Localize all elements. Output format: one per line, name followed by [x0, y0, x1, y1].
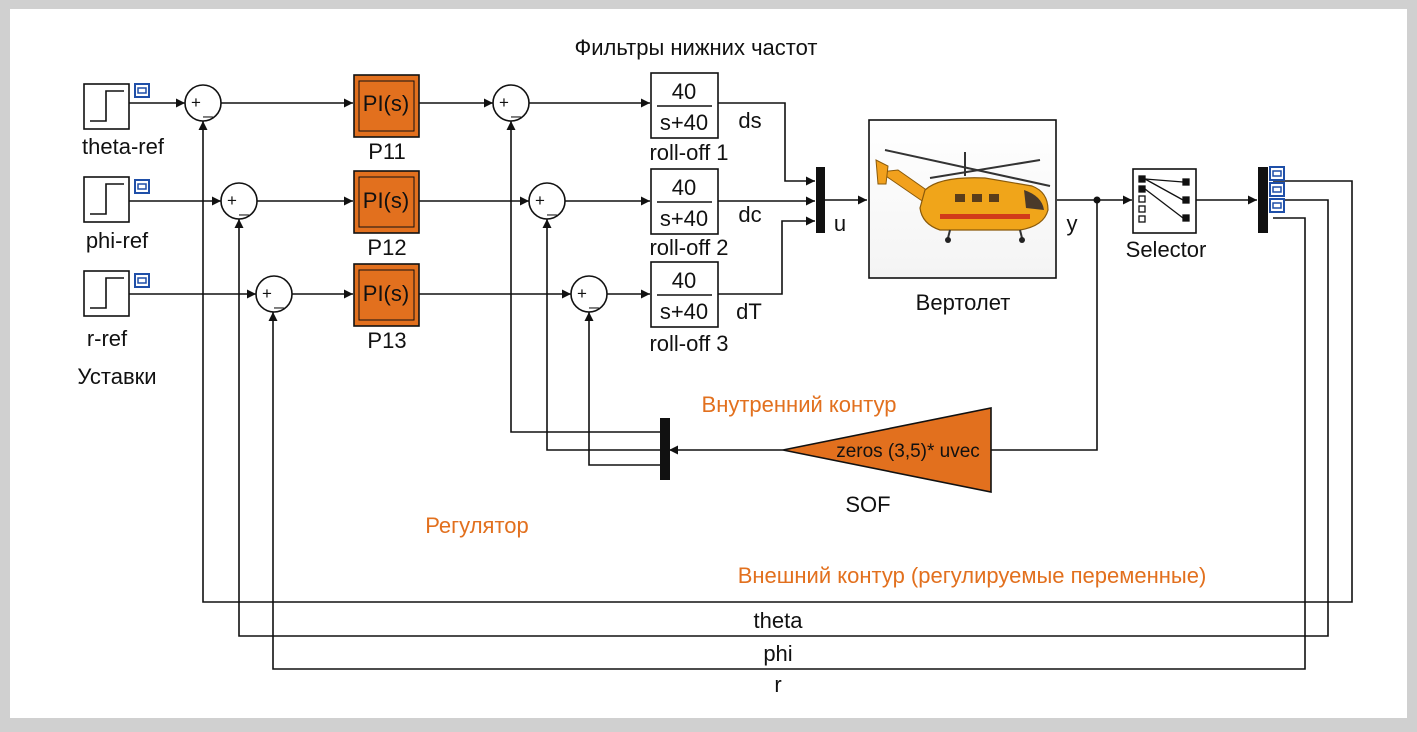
selector-block[interactable] — [1132, 168, 1197, 234]
filter-output-label: dc — [738, 202, 761, 227]
svg-text:_: _ — [588, 290, 599, 309]
filter-output-label: ds — [738, 108, 761, 133]
rolloff-filter-2[interactable]: 40 s+40 — [650, 168, 719, 235]
svg-text:_: _ — [510, 99, 521, 118]
outer-loop-label: Внешний контур (регулируемые переменные) — [738, 563, 1207, 588]
sof-gain-text: zeros (3,5)* uvec — [836, 441, 980, 462]
junction-dot — [1093, 196, 1101, 204]
sof-label: SOF — [845, 492, 890, 517]
step-icon — [134, 83, 150, 98]
svg-text:+: + — [191, 93, 201, 112]
svg-text:s+40: s+40 — [660, 206, 708, 231]
svg-text:40: 40 — [672, 79, 696, 104]
svg-text:_: _ — [202, 99, 213, 118]
pi-controller-p12[interactable]: PI(s) — [353, 170, 420, 234]
step-icon — [134, 273, 150, 288]
filter-label: roll-off 1 — [649, 140, 728, 165]
rolloff-filter-3[interactable]: 40 s+40 — [650, 261, 719, 328]
svg-text:PI(s): PI(s) — [363, 91, 409, 116]
svg-text:PI(s): PI(s) — [363, 281, 409, 306]
feedback-label: phi — [763, 641, 792, 666]
regulator-label: Регулятор — [425, 513, 529, 538]
filter-label: roll-off 3 — [649, 331, 728, 356]
sum-block[interactable]: + _ — [528, 182, 566, 220]
sum-block[interactable]: + _ — [255, 275, 293, 313]
demux-bar[interactable] — [1258, 167, 1268, 233]
source-label: r-ref — [87, 326, 128, 351]
feedback-label: r — [774, 672, 781, 697]
svg-text:40: 40 — [672, 175, 696, 200]
mux-bar[interactable] — [816, 167, 825, 233]
source-label: phi-ref — [86, 228, 149, 253]
svg-text:s+40: s+40 — [660, 299, 708, 324]
inner-loop-label: Внутренний контур — [702, 392, 897, 417]
helicopter-icon — [875, 149, 1051, 243]
svg-text:PI(s): PI(s) — [363, 188, 409, 213]
controller-label: P11 — [368, 139, 406, 164]
sum-block[interactable]: + _ — [492, 84, 530, 122]
plant-output-label: y — [1067, 211, 1078, 236]
controller-label: P12 — [367, 235, 406, 260]
svg-text:_: _ — [273, 290, 284, 309]
selector-icon — [1138, 175, 1190, 223]
filter-label: roll-off 2 — [649, 235, 728, 260]
filters-title: Фильтры нижних частот — [575, 35, 818, 60]
svg-text:+: + — [227, 191, 237, 210]
svg-text:_: _ — [238, 197, 249, 216]
source-label: theta-ref — [82, 134, 165, 159]
sum-block[interactable]: + _ — [184, 84, 222, 122]
signal-lines — [129, 98, 1353, 670]
feedback-label: theta — [754, 608, 804, 633]
rolloff-filter-1[interactable]: 40 s+40 — [650, 72, 719, 139]
sum-block[interactable]: + _ — [570, 275, 608, 313]
sof-gain-block[interactable]: zeros (3,5)* uvec — [782, 407, 992, 493]
pi-controller-p13[interactable]: PI(s) — [353, 263, 420, 327]
svg-text:s+40: s+40 — [660, 110, 708, 135]
inner-mux-bar[interactable] — [660, 418, 670, 480]
svg-text:+: + — [499, 93, 509, 112]
sum-block[interactable]: + _ — [220, 182, 258, 220]
controller-label: P13 — [367, 328, 406, 353]
svg-text:+: + — [262, 284, 272, 303]
selector-label: Selector — [1126, 237, 1207, 262]
setpoints-label: Уставки — [77, 364, 156, 389]
source-phi-ref[interactable] — [83, 176, 150, 223]
svg-text:+: + — [535, 191, 545, 210]
source-theta-ref[interactable] — [83, 83, 150, 130]
svg-text:40: 40 — [672, 268, 696, 293]
pi-controller-p11[interactable]: PI(s) — [353, 74, 420, 138]
filter-output-label: dT — [736, 299, 762, 324]
plant-block[interactable] — [868, 119, 1057, 279]
output-ports-icon — [1269, 166, 1285, 213]
svg-text:+: + — [577, 284, 587, 303]
plant-label: Вертолет — [916, 290, 1011, 315]
svg-text:_: _ — [546, 197, 557, 216]
step-icon — [134, 179, 150, 194]
mux-label: u — [834, 211, 846, 236]
